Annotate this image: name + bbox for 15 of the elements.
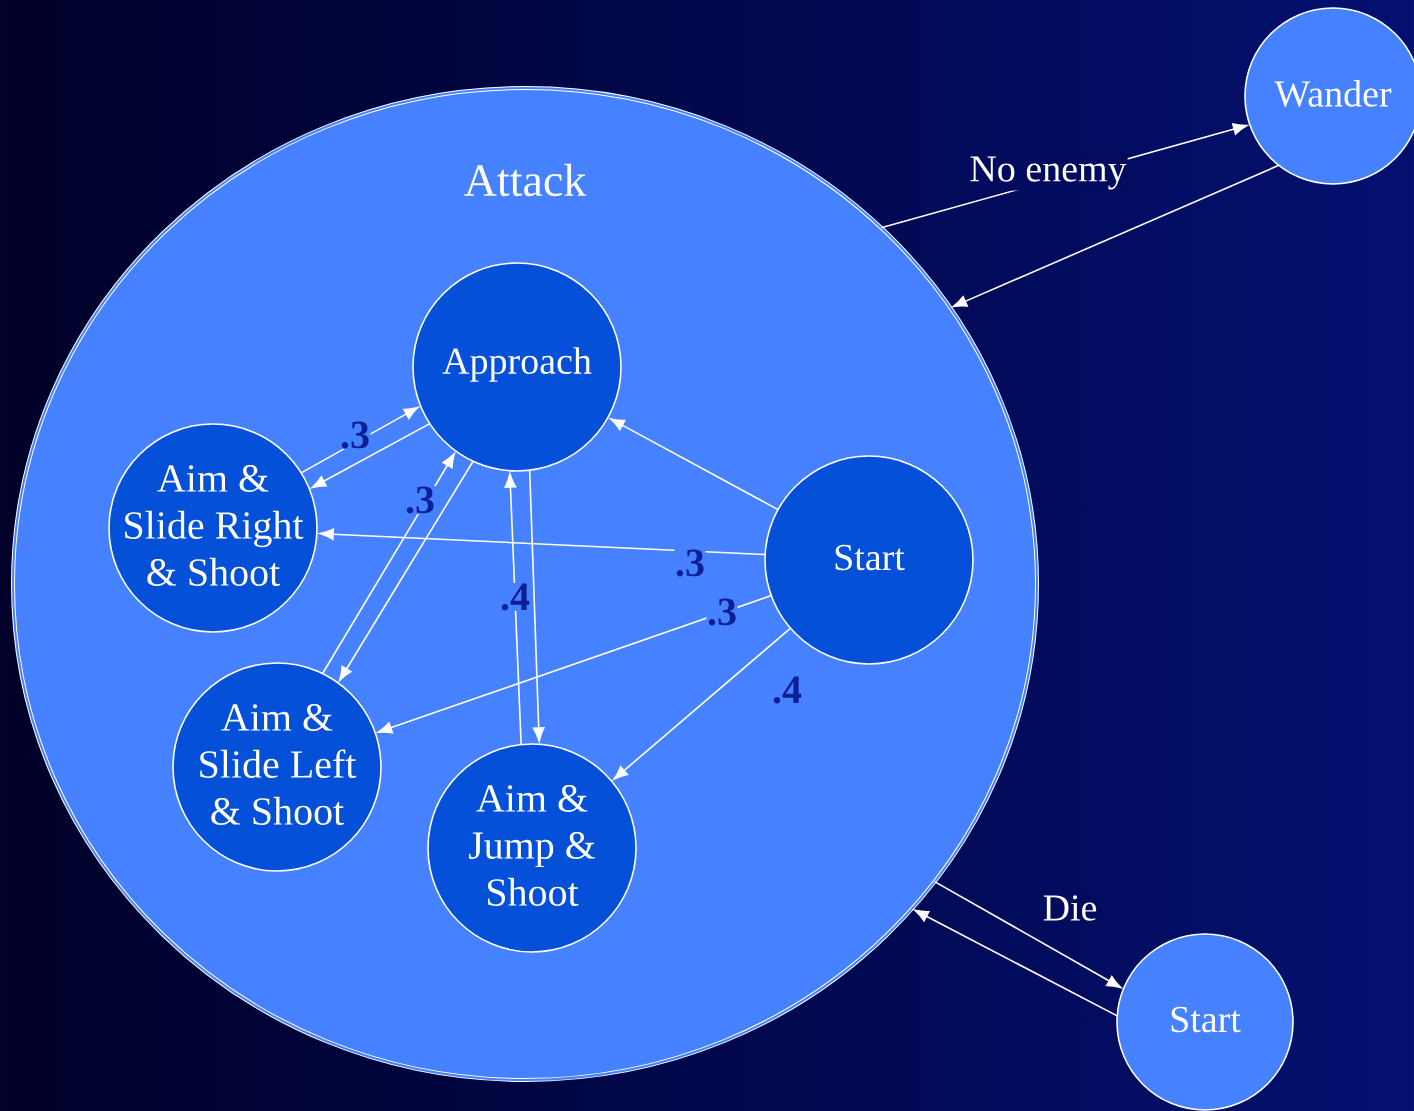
arrow <box>377 594 773 734</box>
arrow <box>952 164 1280 308</box>
arrow <box>339 460 474 681</box>
arrow <box>914 909 1118 1017</box>
arrow <box>311 422 431 489</box>
arrow <box>610 418 779 511</box>
arrow <box>319 528 766 556</box>
edge-label: No enemy <box>968 155 1128 191</box>
edge-label: .4 <box>771 676 803 704</box>
arrow <box>613 627 792 780</box>
arrow <box>933 880 1122 989</box>
arrow <box>504 473 522 746</box>
edge-label: .4 <box>499 583 531 611</box>
arrow <box>528 469 545 742</box>
edge-label: Die <box>1041 894 1099 922</box>
